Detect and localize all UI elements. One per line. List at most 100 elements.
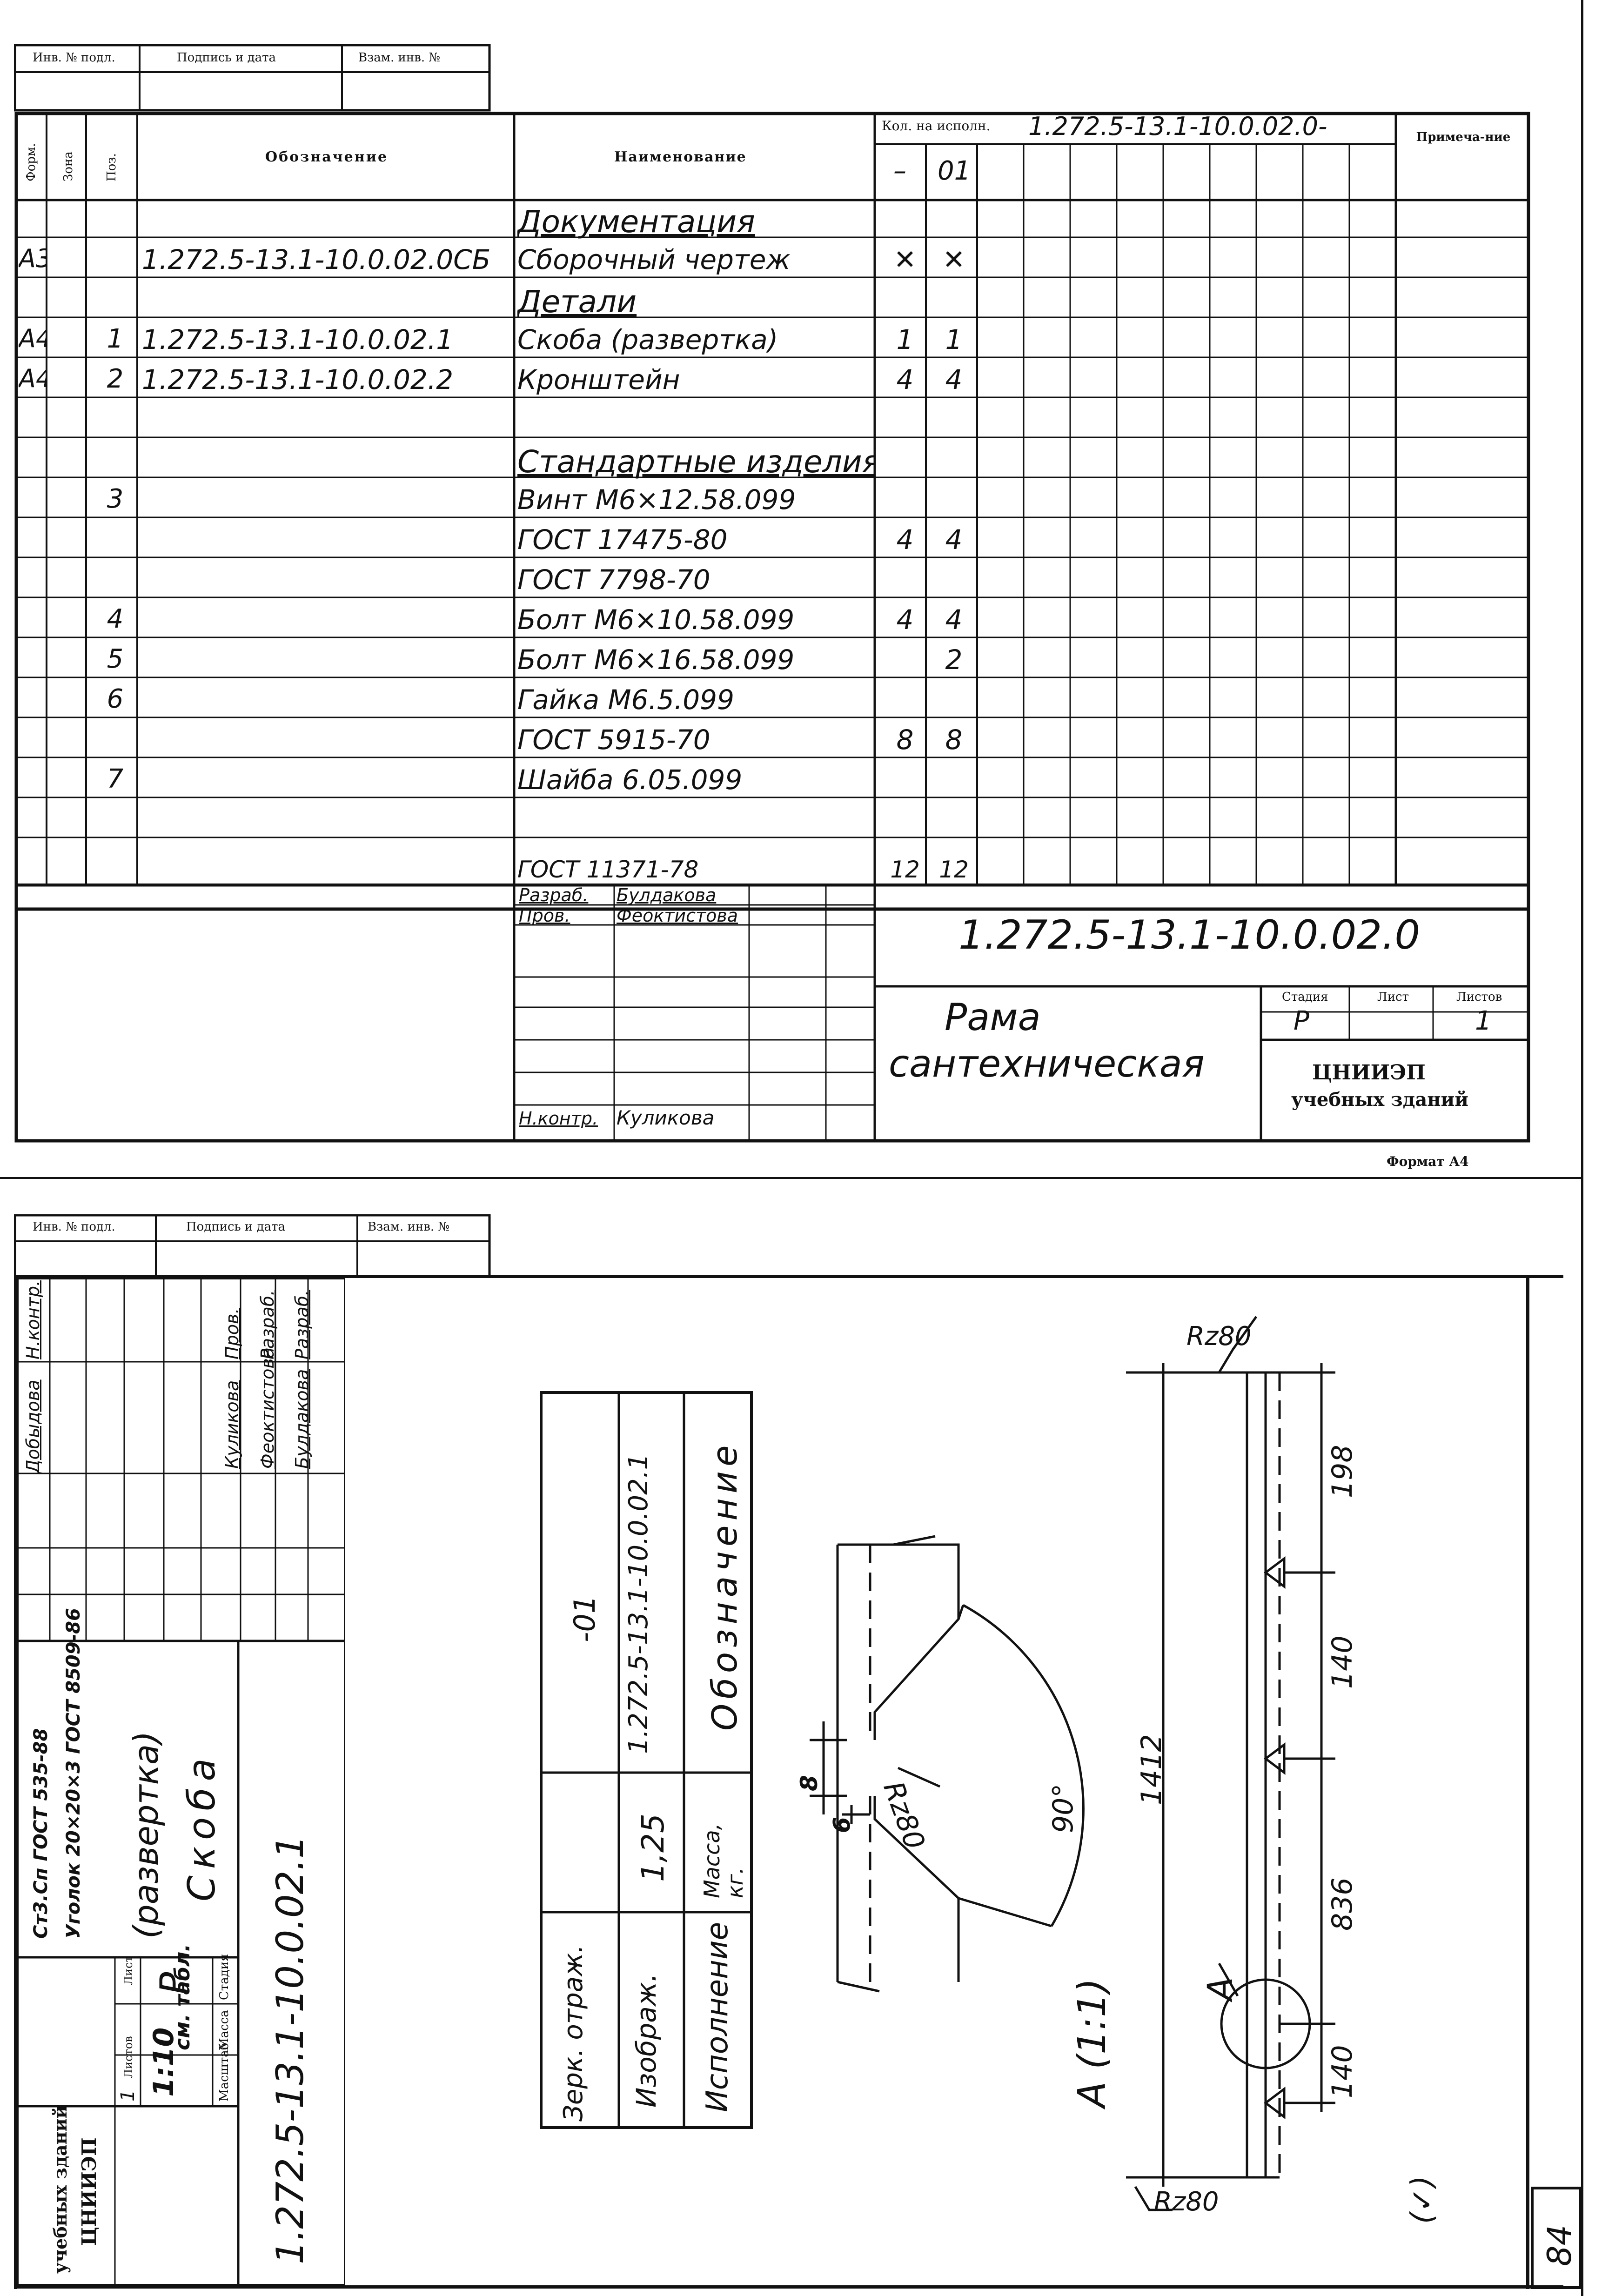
sheet2-razrab-label: Разраб. (292, 1290, 312, 1359)
row-qty1: 4 (896, 604, 914, 636)
sheet2-replaced-label: Взам. инв. № (368, 1220, 449, 1234)
drawing-frame-right (1526, 1275, 1529, 2289)
sheet2-title-line1: Скоба (180, 1752, 223, 1901)
row-name: ГОСТ 5915-70 (517, 724, 710, 756)
row-format: А3 (19, 244, 47, 273)
row-pos: 3 (107, 484, 124, 514)
row-name: Болт М6×16.58.099 (517, 644, 795, 676)
variant-r2-variant: Зерк. отраж. (558, 1944, 589, 2122)
sheet1-prov-name: Феоктистова (617, 905, 738, 926)
sheet2-title-line2: (развертка) (127, 1731, 166, 1939)
sheet2-scale-label: Масштаб (217, 2042, 231, 2102)
sheet1-razrab-name: Булдакова (617, 885, 717, 905)
row-name: Кронштейн (517, 364, 680, 395)
sheet1-razrab-label: Разраб. (519, 885, 589, 905)
variant-r1-designation: 1.272.5-13.1-10.0.02.1 (623, 1453, 654, 1754)
col-format-header: Форм. (24, 143, 38, 181)
col-pos-header: Поз. (105, 153, 119, 181)
sheet1-org-line1: ЦНИИЭП (1312, 1061, 1426, 1084)
part-dim-b: 140 (1326, 1635, 1359, 1689)
sheet1-stage-label: Стадия (1282, 990, 1328, 1004)
sheet1-sheets-value: 1 (1475, 1006, 1492, 1036)
sheet1-org-line2: учебных зданий (1291, 1089, 1468, 1111)
row-name: Шайба 6.05.099 (517, 764, 743, 796)
variant-r1-mass: 1,25 (635, 1814, 671, 1882)
sheet2-title-block: Разраб. Булдакова Разраб. Феоктистова Пр… (17, 1278, 345, 2285)
col-qty-code: 1.272.5-13.1-10.0.02.0- (1028, 112, 1327, 141)
part-dim-a: 198 (1326, 1445, 1359, 1498)
sheet2-prov-name: Куликова (222, 1380, 242, 1469)
row-qty2: ✕ (942, 244, 965, 275)
row-name: Сборочный чертеж (517, 244, 791, 275)
sheet1-nkontr-label: Н.контр. (519, 1108, 598, 1129)
sheet2-stage-label: Стадия (217, 1954, 231, 2000)
row-qty1: 12 (890, 856, 920, 883)
sheet2-nkontr-name: Добыдова (23, 1379, 43, 1473)
row-pos: 2 (107, 364, 124, 394)
sheet1-sheet-label: Лист (1377, 990, 1409, 1004)
sheet2-org-line1: ЦНИИЭП (78, 2137, 101, 2246)
row-qty2: 2 (945, 644, 963, 676)
sheet1-title-block: Разраб. Булдакова Пров. Феоктистова Н.ко… (14, 884, 1535, 1169)
sheet1-nkontr-name: Куликова (617, 1106, 715, 1129)
row-name: Болт М6×10.58.099 (517, 604, 795, 636)
sheet2-sheets-value: 1 (117, 2089, 139, 2102)
row-pos: 6 (107, 684, 124, 714)
part-dim-total: 1412 (1135, 1734, 1168, 1805)
sheet1-top-header-lines (14, 44, 491, 112)
drawing-frame-bottom (14, 2285, 1563, 2289)
drawing-frame-top (14, 1275, 1563, 1278)
row-designation: 1.272.5-13.1-10.0.02.1 (142, 324, 454, 355)
col-zone-header: Зона (61, 151, 75, 181)
row-format: А4 (19, 324, 47, 353)
variant-r2-designation: -01 (568, 1595, 602, 1642)
sheet2-doc-number: 1.272.5-13.1-10.0.02.1 (268, 1835, 312, 2264)
col-qty2-header: 01 (938, 156, 971, 186)
row-designation: 1.272.5-13.1-10.0.02.2 (142, 364, 454, 395)
row-name: Скоба (развертка) (517, 324, 778, 355)
row-qty2: 8 (945, 724, 963, 756)
sheet2-material-line1: Уголок 20×20×3 ГОСТ 8509-86 (63, 1608, 84, 1939)
variant-table: Обозначение Масса, кг. Исполнение 1.272.… (540, 1391, 754, 2131)
row-name: Винт М6×12.58.099 (517, 484, 796, 515)
part-dim-d: 140 (1326, 2045, 1359, 2098)
sheet1-sign-label: Подпись и дата (177, 51, 276, 65)
col-name-header: Наименование (614, 149, 747, 165)
col-notes-header: Примеча-ние (1416, 130, 1511, 144)
sheet2-sign-label: Подпись и дата (186, 1220, 285, 1234)
row-pos: 7 (107, 764, 124, 794)
variant-table-lines (540, 1391, 753, 2129)
sheet2-material-line2: Ст3.Сп ГОСТ 535-88 (30, 1728, 52, 1939)
row-format: А4 (19, 364, 47, 393)
col-qty1-header: – (893, 156, 906, 186)
page-number-box: 84 (1531, 2187, 1582, 2289)
col-designation-header: Обозначение (265, 149, 389, 165)
detail-dim2: 6 (828, 1817, 855, 1833)
part-roughness-bottom: Rz80 (1154, 2187, 1219, 2217)
row-name: Документация (517, 204, 755, 240)
sheet2-title-block-lines (17, 1278, 345, 2285)
variant-col3-header: Исполнение (700, 1922, 735, 2112)
sheet1-prov-label: Пров. (519, 905, 570, 926)
roughness-symbol: (✓) (1405, 2176, 1440, 2224)
sheet2-razrab-name: Булдакова (292, 1369, 312, 1469)
row-qty1: 1 (896, 324, 914, 355)
sheet1-sheets-label: Листов (1456, 990, 1502, 1004)
variant-col1-header: Обозначение (705, 1440, 745, 1731)
row-qty1: 4 (896, 364, 914, 395)
detail-label: А (1:1) (1070, 1978, 1114, 2108)
part-view-drawing (1126, 1316, 1335, 2211)
row-name: ГОСТ 7798-70 (517, 564, 710, 596)
part-dim-c: 836 (1326, 1877, 1359, 1931)
sheet2-razrab2-name: Феоктистова (257, 1347, 278, 1469)
sheet2-scale-value: 1:10 (147, 2027, 180, 2097)
detail-angle: 90° (1047, 1783, 1079, 1833)
sheet1-title-line1: Рама (945, 996, 1041, 1039)
variant-r1-variant: Изображ. (630, 1973, 662, 2108)
sheet2-prov-label: Пров. (222, 1308, 242, 1359)
row-qty2: 4 (945, 604, 963, 636)
sheet2-nkontr-label: Н.контр. (23, 1280, 43, 1359)
page-number: 84 (1541, 2224, 1579, 2266)
sheet2-org-line2: учебных зданий (50, 2105, 71, 2274)
part-callout: А (1200, 1977, 1240, 2001)
